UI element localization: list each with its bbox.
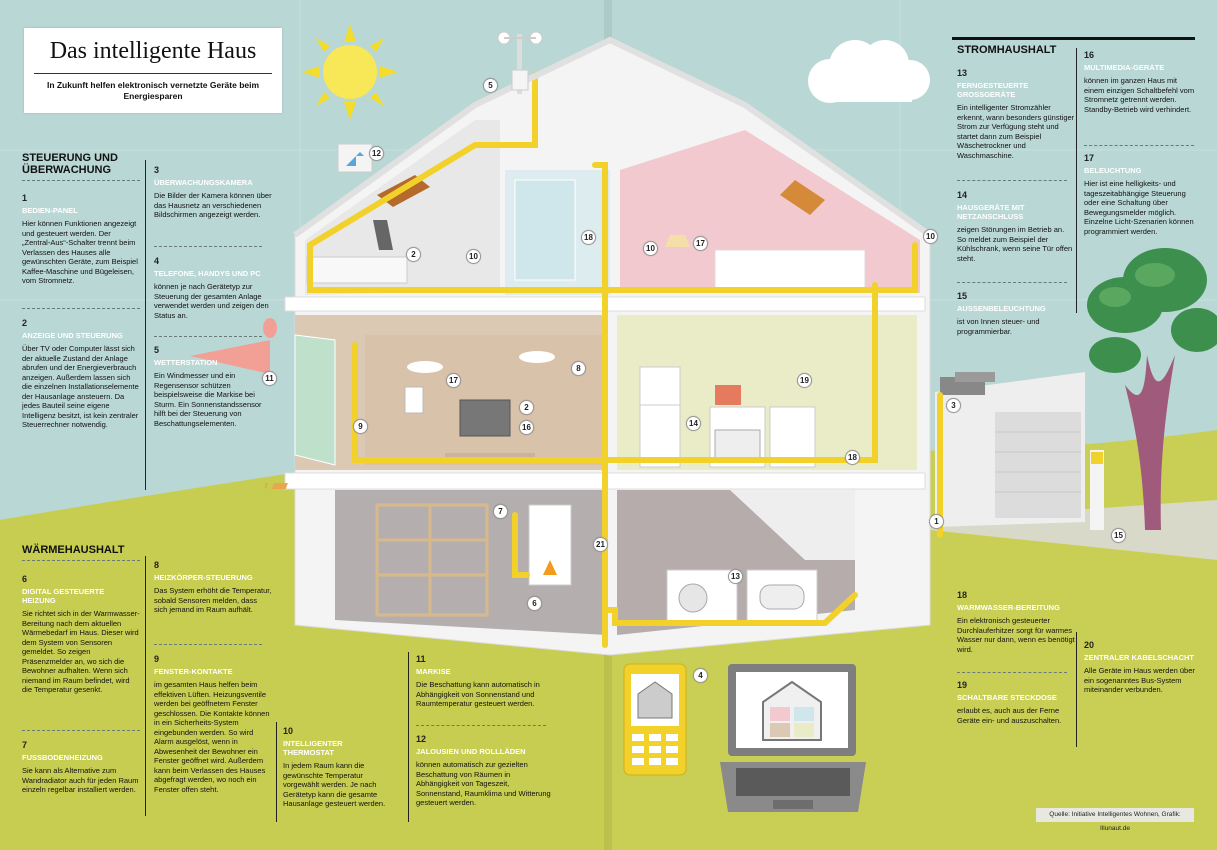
house-cutaway bbox=[265, 36, 943, 656]
awning-icon bbox=[190, 318, 277, 374]
marker-14: 14 bbox=[686, 416, 701, 431]
marker-10: 10 bbox=[923, 229, 938, 244]
legend-item-20: 20 ZENTRALER KABELSCHACHT Alle Geräte im… bbox=[1084, 640, 1195, 694]
marker-18: 18 bbox=[845, 450, 860, 465]
title-box: Das intelligente Haus In Zukunft helfen … bbox=[24, 28, 282, 113]
legend-item-8: 8 HEIZKÖRPER-STEUERUNG Das System erhöht… bbox=[154, 560, 272, 614]
marker-12: 12 bbox=[369, 146, 384, 161]
sun-icon bbox=[302, 24, 398, 120]
marker-19: 19 bbox=[797, 373, 812, 388]
legend-item-19: 19 SCHALTBARE STECKDOSE erlaubt es, auch… bbox=[957, 680, 1062, 725]
legend-item-4: 4 TELEFONE, HANDYS UND PC können je nach… bbox=[154, 256, 269, 320]
marker-18: 18 bbox=[581, 230, 596, 245]
marker-2: 2 bbox=[519, 400, 534, 415]
legend-item-6: 6 DIGITAL GESTEUERTE HEIZUNG Sie richtet… bbox=[22, 574, 140, 694]
marker-7: 7 bbox=[493, 504, 508, 519]
legend-item-11: 11 MARKISE Die Beschattung kann automati… bbox=[416, 654, 540, 708]
legend-item-16: 16 MULTIMEDIA-GERÄTE können im ganzen Ha… bbox=[1084, 50, 1195, 114]
marker-2: 2 bbox=[406, 247, 421, 262]
marker-8: 8 bbox=[571, 361, 586, 376]
marker-21: 21 bbox=[593, 537, 608, 552]
legend-item-7: 7 FUSSBODENHEIZUNG Sie kann als Alternat… bbox=[22, 740, 139, 794]
marker-6: 6 bbox=[527, 596, 542, 611]
legend-item-12: 12 JALOUSIEN UND ROLLLÄDEN können automa… bbox=[416, 734, 551, 807]
tree-icon bbox=[1087, 248, 1217, 530]
legend-item-3: 3 ÜBERWACHUNGSKAMERA Die Bilder der Kame… bbox=[154, 165, 272, 219]
legend-item-2: 2 ANZEIGE UND STEUERUNG Über TV oder Com… bbox=[22, 318, 139, 429]
laptop-icon bbox=[720, 664, 866, 812]
weather-station-icon bbox=[497, 31, 543, 94]
legend-item-10: 10 INTELLIGENTER THERMOSTAT In jedem Rau… bbox=[283, 726, 386, 808]
outdoor-lamp-icon bbox=[1090, 450, 1104, 530]
marker-5: 5 bbox=[483, 78, 498, 93]
page-subtitle: In Zukunft helfen elektronisch vernetzte… bbox=[46, 80, 260, 101]
marker-15: 15 bbox=[1111, 528, 1126, 543]
source-credit: Quelle: Initiative Intelligentes Wohnen,… bbox=[1036, 808, 1194, 832]
cable-network bbox=[307, 72, 943, 648]
legend-item-14: 14 HAUSGERÄTE MIT NETZANSCHLUSS zeigen S… bbox=[957, 190, 1073, 263]
marker-1: 1 bbox=[929, 514, 944, 529]
section-waerme-title: WÄRMEHAUSHALT bbox=[22, 544, 125, 556]
marker-17: 17 bbox=[693, 236, 708, 251]
legend-item-15: 15 AUSSENBELEUCHTUNG ist von Innen steue… bbox=[957, 291, 1046, 336]
legend-item-1: 1 BEDIEN-PANEL Hier können Funktionen an… bbox=[22, 193, 138, 285]
legend-item-5: 5 WETTERSTATION Ein Windmesser und ein R… bbox=[154, 345, 262, 428]
legend-item-17: 17 BELEUCHTUNG Hier ist eine helligkeits… bbox=[1084, 153, 1194, 236]
marker-11: 11 bbox=[262, 371, 277, 386]
legend-item-18: 18 WARMWASSER-BEREITUNG Ein elektronisch… bbox=[957, 590, 1075, 654]
blind-icon bbox=[337, 143, 373, 173]
legend-item-13: 13 FERNGESTEUERTE GROSSGERÄTE Ein intell… bbox=[957, 68, 1075, 160]
marker-10: 10 bbox=[466, 249, 481, 264]
marker-9: 9 bbox=[353, 419, 368, 434]
cloud-icon bbox=[808, 40, 930, 103]
marker-17: 17 bbox=[446, 373, 461, 388]
marker-10: 10 bbox=[643, 241, 658, 256]
garage bbox=[935, 372, 1085, 527]
marker-13: 13 bbox=[728, 569, 743, 584]
section-strom-title: STROMHAUSHALT bbox=[957, 44, 1057, 56]
marker-16: 16 bbox=[519, 420, 534, 435]
legend-item-9: 9 FENSTER-KONTAKTE im gesamten Haus helf… bbox=[154, 654, 270, 794]
section-steuerung-title: STEUERUNG UND ÜBERWACHUNG bbox=[22, 152, 118, 176]
mobile-phone-icon bbox=[623, 663, 687, 776]
marker-3: 3 bbox=[946, 398, 961, 413]
page-title: Das intelligente Haus bbox=[49, 38, 257, 64]
marker-4: 4 bbox=[693, 668, 708, 683]
